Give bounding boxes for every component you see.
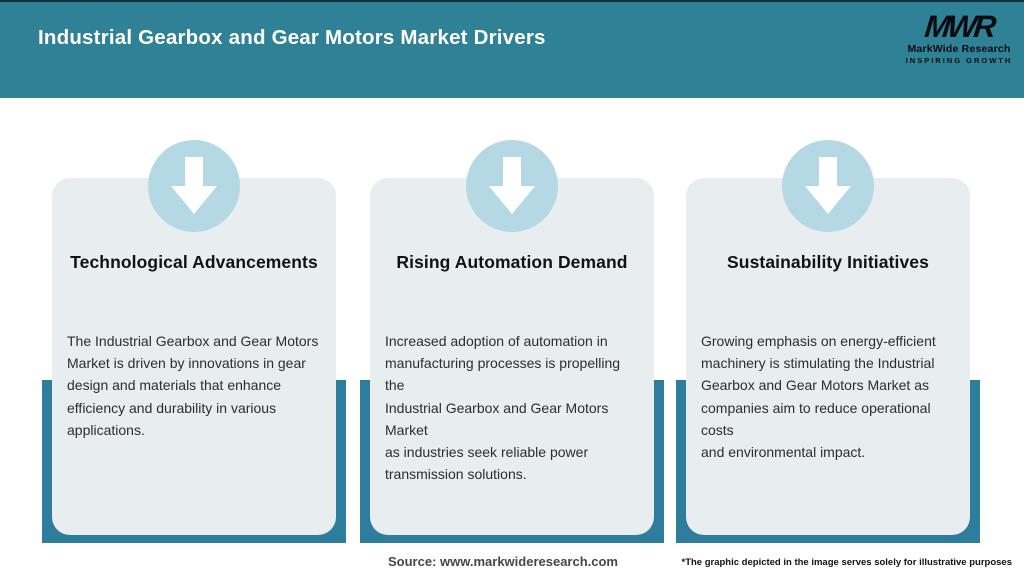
- driver-card-technological-advancements: Technological Advancements The Industria…: [52, 178, 336, 535]
- page-title: Industrial Gearbox and Gear Motors Marke…: [38, 26, 546, 49]
- down-arrow-badge: [782, 140, 874, 232]
- card-title: Rising Automation Demand: [396, 252, 628, 272]
- markwide-logo: MWR MarkWide Research INSPIRING GROWTH: [904, 9, 1014, 65]
- down-arrow-icon: [805, 157, 851, 214]
- source-text: Source: www.markwideresearch.com: [387, 554, 619, 569]
- disclaimer-text: *The graphic depicted in the image serve…: [681, 557, 1013, 568]
- logo-tagline: INSPIRING GROWTH: [905, 56, 1013, 65]
- down-arrow-icon: [171, 157, 217, 214]
- card-title: Sustainability Initiatives: [727, 252, 929, 272]
- driver-column-2: Rising Automation Demand Increased adopt…: [360, 140, 664, 545]
- logo-company-name: MarkWide Research: [907, 43, 1011, 55]
- top-border-line: [0, 0, 1024, 2]
- card-body: Increased adoption of automation in manu…: [385, 333, 621, 483]
- driver-card-sustainability-initiatives: Sustainability Initiatives Growing empha…: [686, 178, 970, 535]
- mwr-logo-icon: MWR: [922, 9, 996, 44]
- card-body: Growing emphasis on energy-efficient mac…: [701, 333, 936, 461]
- down-arrow-badge: [466, 140, 558, 232]
- down-arrow-icon: [489, 157, 535, 214]
- card-body: The Industrial Gearbox and Gear Motors M…: [67, 333, 319, 438]
- driver-card-rising-automation-demand: Rising Automation Demand Increased adopt…: [370, 178, 654, 535]
- driver-column-3: Sustainability Initiatives Growing empha…: [676, 140, 980, 545]
- driver-column-1: Technological Advancements The Industria…: [42, 140, 346, 545]
- down-arrow-badge: [148, 140, 240, 232]
- card-title: Technological Advancements: [70, 252, 318, 272]
- header-bar: Industrial Gearbox and Gear Motors Marke…: [0, 2, 1024, 98]
